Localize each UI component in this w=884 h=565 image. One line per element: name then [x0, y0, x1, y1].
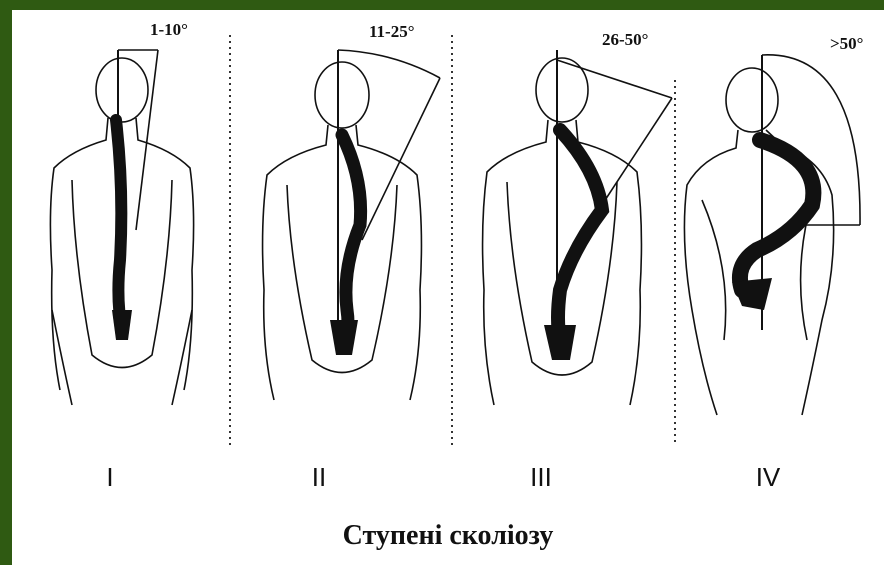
stage-label-4: IV [756, 462, 781, 493]
stage-label-3: III [530, 462, 552, 493]
scoliosis-figures [12, 10, 884, 565]
angle-label-stage-1: 1-10° [150, 20, 188, 40]
stage-label-1: I [106, 462, 113, 493]
diagram-panel: 1-10° 11-25° 26-50° >50° I II III IV Сту… [12, 10, 884, 565]
angle-label-stage-3: 26-50° [602, 30, 648, 50]
diagram-caption: Ступені сколіозу [12, 520, 884, 552]
figure-stage-1 [50, 50, 193, 405]
angle-label-stage-4: >50° [830, 34, 864, 54]
stage-label-2: II [312, 462, 326, 493]
angle-label-stage-2: 11-25° [369, 22, 415, 42]
figure-stage-4 [684, 55, 860, 415]
figure-stage-3 [483, 50, 672, 405]
figure-stage-2 [263, 50, 440, 400]
